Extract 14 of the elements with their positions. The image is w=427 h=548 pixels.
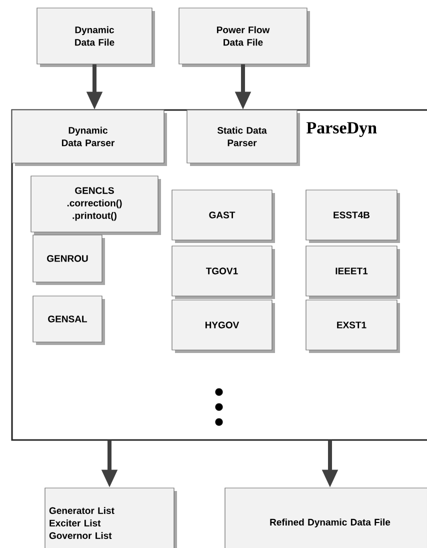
process-box: Refined Dynamic Data File xyxy=(224,488,427,548)
process-box: Dynamic Data File xyxy=(36,8,155,67)
process-box: GENSAL xyxy=(32,296,105,345)
process-box: GENROU xyxy=(32,234,105,285)
process-box: EXST1 xyxy=(306,300,400,353)
process-box: GAST xyxy=(172,190,275,243)
process-box: Static Data Parser xyxy=(186,110,300,166)
process-box: Generator List Exciter List Governor List xyxy=(44,488,177,548)
process-box: Dynamic Data Parser xyxy=(12,110,167,166)
process-box: ESST4B xyxy=(306,190,400,243)
process-box: Power Flow Data File xyxy=(178,8,310,67)
process-box: IEEET1 xyxy=(306,246,400,299)
process-box: TGOV1 xyxy=(172,246,275,299)
process-box: HYGOV xyxy=(172,300,275,353)
